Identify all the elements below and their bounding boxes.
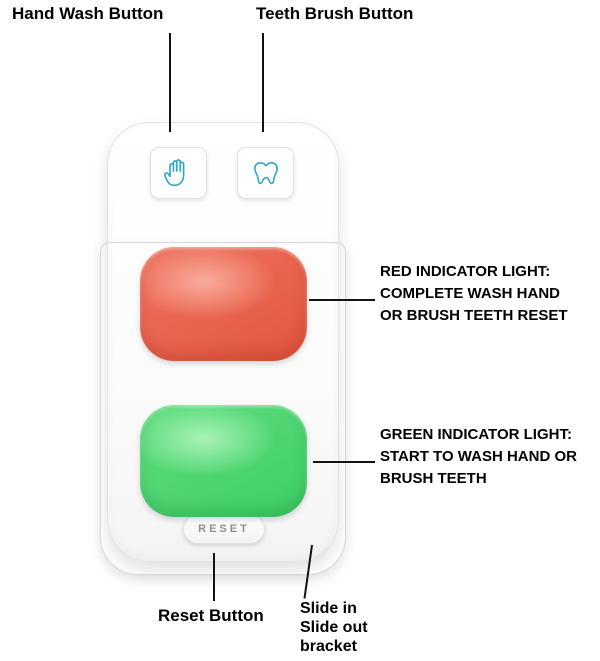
teeth-brush-button-label: Teeth Brush Button [256,4,414,23]
annotation-line: Slide in [300,600,357,617]
annotation-line: COMPLETE WASH HAND [380,285,560,302]
red-indicator-annotation: RED INDICATOR LIGHT: COMPLETE WASH HAND … [380,261,568,327]
hand-wash-button [150,147,207,199]
hand-wash-button-label: Hand Wash Button [12,4,164,23]
annotation-line: Slide out [300,619,368,636]
teeth-brush-pointer-line [262,33,264,132]
red-indicator-light [140,247,307,361]
annotation-line: bracket [300,638,357,655]
annotation-line: RED INDICATOR LIGHT: [380,263,551,280]
wash-brush-timer-device: RESET [107,122,339,562]
green-indicator-light [140,405,307,517]
teeth-brush-button [237,147,294,199]
reset-button-text: RESET [198,523,250,535]
reset-button: RESET [183,514,265,544]
green-indicator-pointer-line [313,461,375,463]
annotation-line: START TO WASH HAND OR [380,448,577,465]
green-indicator-annotation: GREEN INDICATOR LIGHT: START TO WASH HAN… [380,424,577,490]
reset-pointer-line [213,553,215,601]
bracket-annotation: Slide in Slide out bracket [300,599,368,656]
annotation-line: GREEN INDICATOR LIGHT: [380,426,572,443]
hand-icon [163,159,184,187]
hand-wash-pointer-line [169,33,171,132]
annotation-line: OR BRUSH TEETH RESET [380,307,568,324]
reset-button-label: Reset Button [158,606,264,625]
red-indicator-pointer-line [309,299,375,301]
annotation-line: BRUSH TEETH [380,470,487,487]
tooth-icon [253,161,278,185]
